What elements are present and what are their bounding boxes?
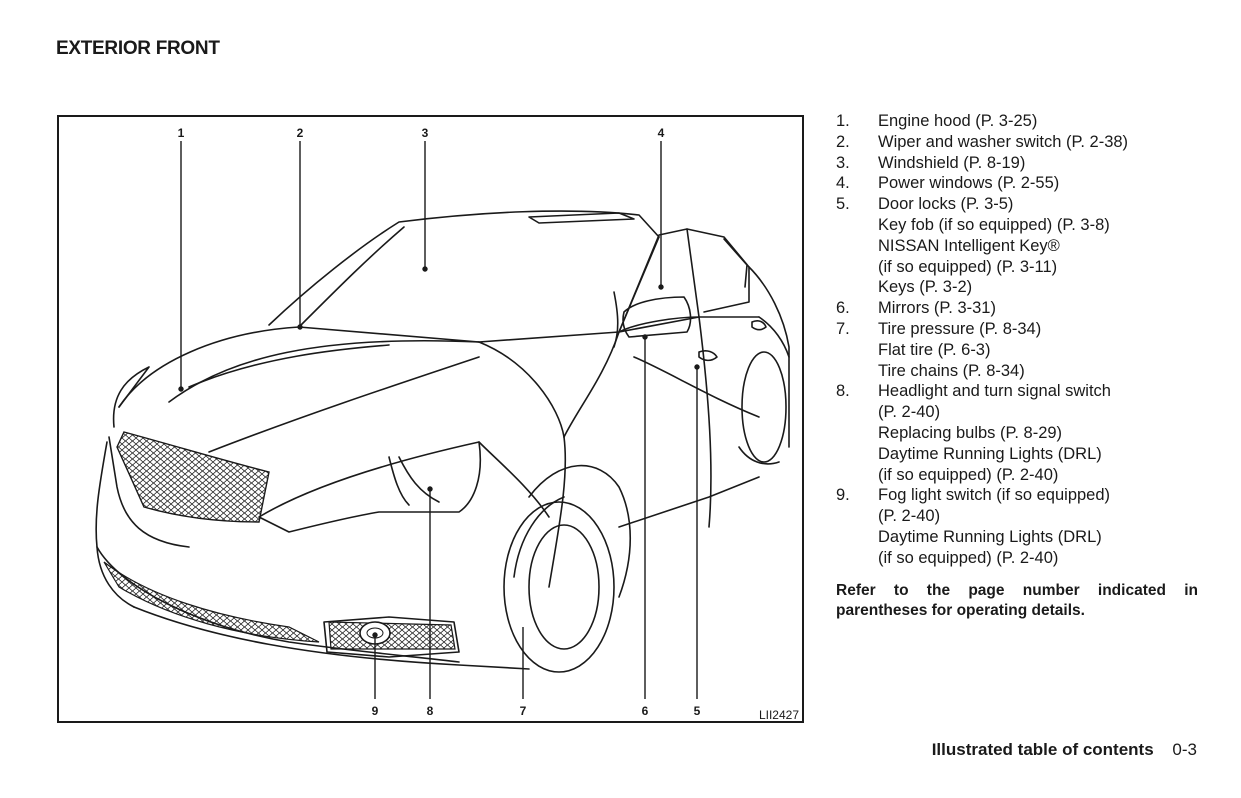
- car-illustration: 1 2 3 4 5 6 7 8 9 LII2427: [95, 126, 799, 722]
- legend-number: 7.: [836, 319, 850, 338]
- callout-label: 4: [658, 126, 665, 140]
- car-illustration-frame: 1 2 3 4 5 6 7 8 9 LII2427: [57, 115, 804, 723]
- legend-item: 9. Fog light switch (if so equipped) (P.…: [836, 485, 1198, 568]
- lower-grille: [103, 561, 320, 643]
- legend-number: 5.: [836, 195, 850, 214]
- legend-text: Flat tire (P. 6-3): [878, 340, 991, 359]
- legend-number: 8.: [836, 382, 850, 401]
- car-body-outline: [95, 210, 790, 673]
- callout-label: 6: [642, 704, 649, 718]
- legend-text: Keys (P. 3-2): [878, 278, 973, 297]
- legend-text: Headlight and turn signal switch: [878, 382, 1111, 401]
- legend-text: (if so equipped) (P. 2-40): [878, 548, 1059, 567]
- callout-label: 5: [694, 704, 701, 718]
- legend-text: Power windows (P. 2-55): [878, 174, 1060, 193]
- legend-text: Wiper and washer switch (P. 2-38): [878, 132, 1129, 151]
- figure-code: LII2427: [759, 708, 799, 722]
- legend-text: (if so equipped) (P. 2-40): [878, 465, 1059, 484]
- legend-number: 1.: [836, 112, 850, 130]
- legend-number: 6.: [836, 299, 850, 318]
- legend-item: 1. Engine hood (P. 3-25): [836, 111, 1198, 132]
- legend-item: 3. Windshield (P. 8-19): [836, 153, 1198, 174]
- legend-number: 4.: [836, 174, 850, 193]
- page-title: EXTERIOR FRONT: [56, 38, 220, 59]
- legend-text: Mirrors (P. 3-31): [878, 299, 996, 318]
- page-footer: Illustrated table of contents 0-3: [932, 740, 1197, 760]
- callout-leaders: [178, 141, 700, 699]
- legend-text: (P. 2-40): [878, 403, 941, 422]
- legend-text: Daytime Running Lights (DRL): [878, 527, 1102, 546]
- legend-item: 8. Headlight and turn signal switch (P. …: [836, 381, 1198, 485]
- legend-item: 2. Wiper and washer switch (P. 2-38): [836, 132, 1198, 153]
- legend-text: Fog light switch (if so equipped): [878, 486, 1111, 505]
- legend-text: Key fob (if so equipped) (P. 3-8): [878, 215, 1110, 234]
- footer-section-title: Illustrated table of contents: [931, 740, 1154, 759]
- legend-text: Tire pressure (P. 8-34): [878, 319, 1042, 338]
- page-number: 0-3: [1172, 740, 1197, 759]
- upper-grille: [116, 431, 270, 523]
- legend-number: 9.: [836, 486, 850, 505]
- callout-label: 8: [427, 704, 434, 718]
- fog-grille: [328, 621, 456, 650]
- legend-number: 3.: [836, 153, 850, 172]
- legend-list: 1. Engine hood (P. 3-25) 2. Wiper and wa…: [836, 111, 1198, 569]
- legend-text: Tire chains (P. 8-34): [878, 361, 1025, 380]
- callout-label: 2: [297, 126, 304, 140]
- legend-text: Replacing bulbs (P. 8-29): [878, 423, 1063, 442]
- operating-details-note: Refer to the page number indicated in pa…: [836, 582, 1198, 619]
- legend-item: 6. Mirrors (P. 3-31): [836, 298, 1198, 319]
- legend-item: 5. Door locks (P. 3-5) Key fob (if so eq…: [836, 194, 1198, 298]
- callout-label: 7: [520, 704, 527, 718]
- callout-label: 1: [178, 126, 185, 140]
- legend-number: 2.: [836, 132, 850, 151]
- callout-label: 3: [422, 126, 429, 140]
- legend-text: Engine hood (P. 3-25): [878, 112, 1038, 130]
- legend-text: Daytime Running Lights (DRL): [878, 444, 1102, 463]
- callout-label: 9: [372, 704, 379, 718]
- legend-text: Windshield (P. 8-19): [878, 153, 1026, 172]
- legend-text: (P. 2-40): [878, 507, 941, 526]
- legend-item: 4. Power windows (P. 2-55): [836, 173, 1198, 194]
- legend-item: 7. Tire pressure (P. 8-34) Flat tire (P.…: [836, 319, 1198, 381]
- legend-text: Door locks (P. 3-5): [878, 195, 1014, 214]
- legend-text: NISSAN Intelligent Key®: [878, 236, 1060, 255]
- legend-text: (if so equipped) (P. 3-11): [878, 257, 1058, 276]
